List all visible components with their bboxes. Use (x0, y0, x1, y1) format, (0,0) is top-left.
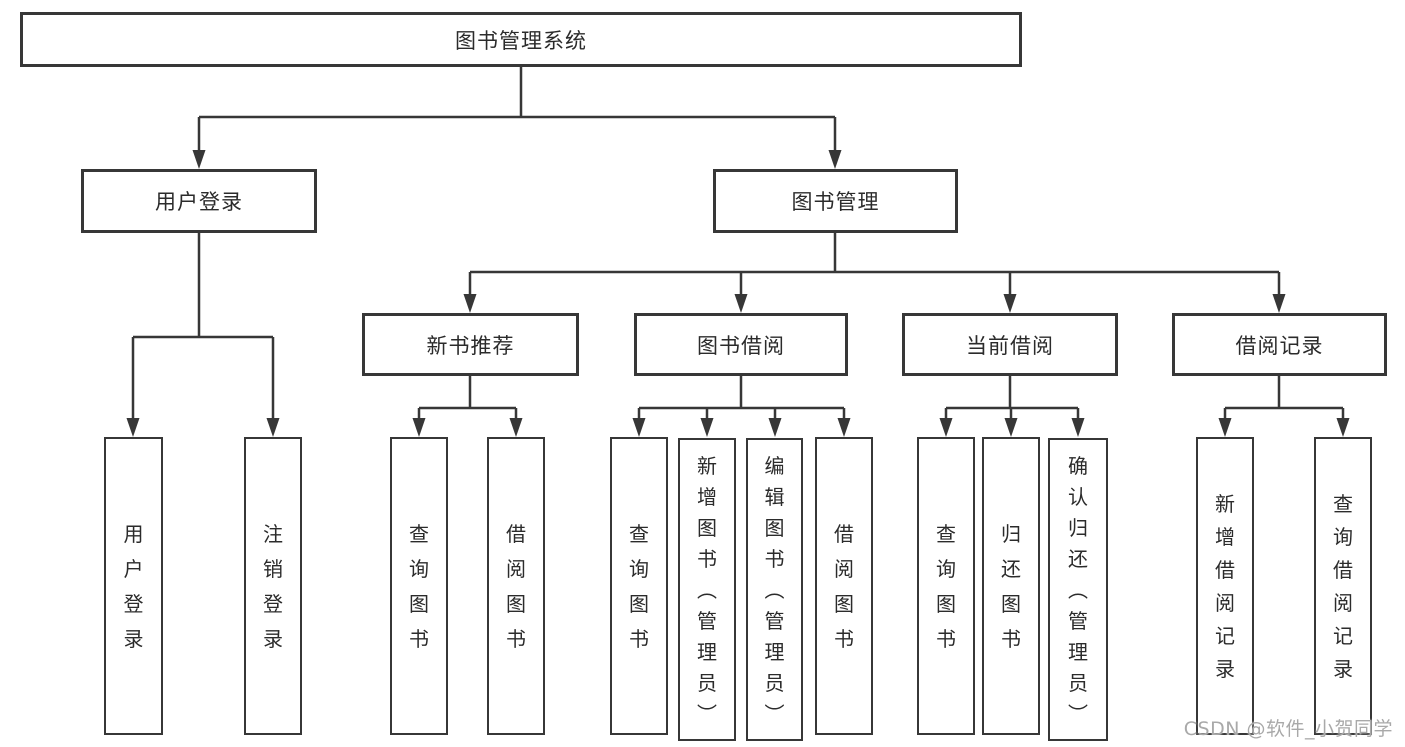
node-borrowing-records: 借阅记录 (1172, 313, 1387, 376)
leaf-edit-book-admin: 编辑图书︵管理员︶ (746, 438, 803, 741)
leaf-logout-login: 注销登录 (244, 437, 302, 735)
node-user-login: 用户登录 (81, 169, 317, 233)
node-root-book-management-system: 图书管理系统 (20, 12, 1022, 67)
connector-new-book-to-leaves (412, 376, 523, 437)
csdn-watermark: CSDN @软件_小贺同学 (1183, 718, 1393, 740)
connector-current-borrow-to-leaves (939, 376, 1085, 437)
leaf-return-book: 归还图书 (982, 437, 1040, 735)
connector-user-login-to-leaves (126, 233, 280, 437)
node-current-borrowing: 当前借阅 (902, 313, 1118, 376)
leaf-confirm-return-admin: 确认归还︵管理员︶ (1048, 438, 1108, 741)
leaf-borrow-books-borrow: 借阅图书 (815, 437, 873, 735)
leaf-query-books-current: 查询图书 (917, 437, 975, 735)
leaf-borrow-books-newbook: 借阅图书 (487, 437, 545, 735)
connector-book-borrow-to-leaves (632, 376, 851, 437)
leaf-query-books-newbook: 查询图书 (390, 437, 448, 735)
leaf-user-login: 用户登录 (104, 437, 163, 735)
node-book-borrowing: 图书借阅 (634, 313, 848, 376)
connector-book-management-to-level3 (463, 233, 1286, 313)
leaf-query-borrow-record: 查询借阅记录 (1314, 437, 1372, 735)
node-book-management: 图书管理 (713, 169, 958, 233)
connector-borrow-record-to-leaves (1218, 376, 1350, 437)
leaf-add-book-admin: 新增图书︵管理员︶ (678, 438, 736, 741)
connector-root-to-level2 (192, 67, 842, 169)
leaf-query-books-borrow: 查询图书 (610, 437, 668, 735)
leaf-add-borrow-record: 新增借阅记录 (1196, 437, 1254, 735)
node-new-book-recommendation: 新书推荐 (362, 313, 579, 376)
